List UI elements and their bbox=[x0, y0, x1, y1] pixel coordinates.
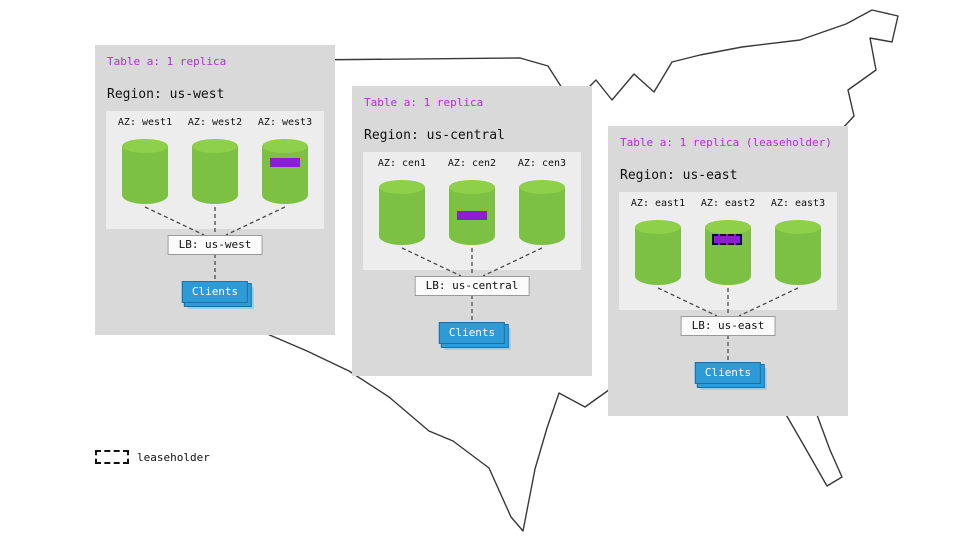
db-cylinder bbox=[122, 139, 168, 204]
az-label: AZ: east2 bbox=[700, 198, 756, 209]
az-panel: AZ: west1 AZ: west2 AZ: west3 bbox=[106, 111, 324, 229]
az-column: AZ: east2 bbox=[693, 198, 763, 304]
replica-bar bbox=[457, 211, 487, 220]
az-label: AZ: cen2 bbox=[447, 158, 497, 169]
az-label: AZ: cen3 bbox=[517, 158, 567, 169]
db-cylinder bbox=[519, 180, 565, 245]
db-cylinder bbox=[705, 220, 751, 285]
region-title: Region: us-east bbox=[620, 168, 738, 183]
db-cylinder bbox=[262, 139, 308, 204]
load-balancer-box: LB: us-central bbox=[414, 276, 530, 296]
leaseholder-swatch-icon bbox=[95, 450, 129, 464]
az-column: AZ: cen2 bbox=[437, 158, 507, 264]
az-column: AZ: east3 bbox=[763, 198, 833, 304]
az-label: AZ: east3 bbox=[770, 198, 826, 209]
replica-bar bbox=[270, 158, 300, 167]
az-label: AZ: east1 bbox=[630, 198, 686, 209]
clients-box: Clients bbox=[438, 322, 506, 344]
az-label: AZ: west1 bbox=[117, 117, 173, 128]
az-column: AZ: west1 bbox=[110, 117, 180, 223]
region-card-us-east: Table a: 1 replica (leaseholder) Region:… bbox=[608, 126, 848, 416]
az-label: AZ: cen1 bbox=[377, 158, 427, 169]
clients-box: Clients bbox=[694, 362, 762, 384]
az-column: AZ: cen1 bbox=[367, 158, 437, 264]
db-cylinder bbox=[635, 220, 681, 285]
az-label: AZ: west3 bbox=[257, 117, 313, 128]
az-label: AZ: west2 bbox=[187, 117, 243, 128]
az-column: AZ: west3 bbox=[250, 117, 320, 223]
region-card-us-central: Table a: 1 replica Region: us-central AZ… bbox=[352, 86, 592, 376]
az-column: AZ: west2 bbox=[180, 117, 250, 223]
table-replica-label: Table a: 1 replica bbox=[107, 55, 227, 68]
region-title: Region: us-west bbox=[107, 87, 225, 102]
region-card-us-west: Table a: 1 replica Region: us-west AZ: w… bbox=[95, 45, 335, 335]
legend: leaseholder bbox=[95, 450, 210, 464]
az-column: AZ: cen3 bbox=[507, 158, 577, 264]
load-balancer-box: LB: us-east bbox=[680, 316, 776, 336]
load-balancer-box: LB: us-west bbox=[167, 235, 263, 255]
leaseholder-replica-bar bbox=[712, 234, 742, 245]
db-cylinder bbox=[449, 180, 495, 245]
legend-label: leaseholder bbox=[137, 450, 210, 464]
az-panel: AZ: east1 AZ: east2 AZ: east3 bbox=[619, 192, 837, 310]
region-title: Region: us-central bbox=[364, 128, 505, 143]
clients-box: Clients bbox=[181, 281, 249, 303]
db-cylinder bbox=[775, 220, 821, 285]
az-column: AZ: east1 bbox=[623, 198, 693, 304]
db-cylinder bbox=[379, 180, 425, 245]
az-panel: AZ: cen1 AZ: cen2 AZ: cen3 bbox=[363, 152, 581, 270]
table-replica-label: Table a: 1 replica bbox=[364, 96, 484, 109]
table-replica-label: Table a: 1 replica (leaseholder) bbox=[620, 136, 832, 149]
db-cylinder bbox=[192, 139, 238, 204]
